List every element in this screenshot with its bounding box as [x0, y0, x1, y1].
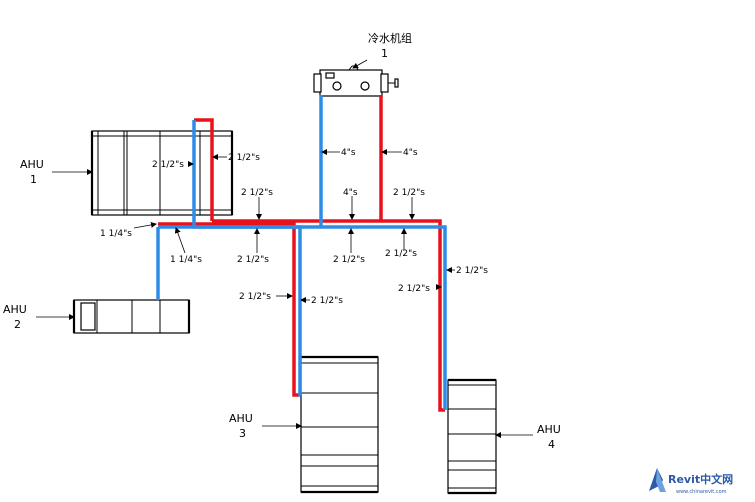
return-pipe-network: [156, 95, 447, 410]
watermark-url: www.chinarevit.com: [676, 489, 727, 495]
ahu-3-unit: [300, 355, 379, 494]
size-chiller-supply: 4"s: [341, 148, 356, 158]
ahu-2-label: AHU: [3, 303, 27, 316]
ahu-1-unit: [90, 130, 234, 216]
size-ahu3-b: 2 1/2"s: [311, 296, 343, 306]
size-blue-main-2: 2 1/2"s: [333, 255, 365, 265]
supply-pipe-network: [158, 95, 445, 412]
ahu-2-number: 2: [14, 318, 21, 331]
ahu-3-number: 3: [239, 427, 246, 440]
size-blue-main-1: 2 1/2"s: [237, 255, 269, 265]
equipment-labels: 冷水机组 1 AHU 1 AHU 2 AHU 3 AHU 4: [3, 31, 561, 451]
ahu-1-number: 1: [30, 173, 37, 186]
size-red-main-2: 2 1/2"s: [393, 188, 425, 198]
watermark-brand: Revit中文网: [668, 472, 733, 486]
ahu-1-label: AHU: [20, 158, 44, 171]
chiller-number: 1: [381, 47, 388, 60]
size-main-header: 4"s: [343, 188, 358, 198]
size-ahu4-b: 2 1/2"s: [398, 284, 430, 294]
size-ahu2-lower: 1 1/4"s: [170, 255, 202, 265]
size-blue-main-3: 2 1/2"s: [385, 249, 417, 259]
chiller-label: 冷水机组: [368, 31, 412, 45]
size-ahu3-a: 2 1/2"s: [239, 292, 271, 302]
size-ahu2-upper: 1 1/4"s: [100, 229, 132, 239]
size-ahu4-a: 2 1/2"s: [456, 266, 488, 276]
watermark-logo: Revit中文网 www.chinarevit.com: [649, 468, 733, 495]
label-leaders: [36, 59, 533, 438]
ahu-4-label: AHU: [537, 423, 561, 436]
pipe-size-labels: 4"s 4"s 4"s 2 1/2"s 2 1/2"s 2 1/2"s 2 1/…: [100, 148, 488, 306]
size-chiller-return: 4"s: [403, 148, 418, 158]
chiller-unit: [313, 65, 399, 97]
ahu-2-unit: [72, 299, 191, 334]
size-ahu1-riser-b: 2 1/2"s: [228, 153, 260, 163]
size-red-main-1: 2 1/2"s: [241, 188, 273, 198]
ahu-4-unit: [447, 378, 497, 495]
ahu-3-label: AHU: [229, 412, 253, 425]
size-ahu1-riser-a: 2 1/2"s: [152, 160, 184, 170]
ahu-4-number: 4: [548, 438, 555, 451]
